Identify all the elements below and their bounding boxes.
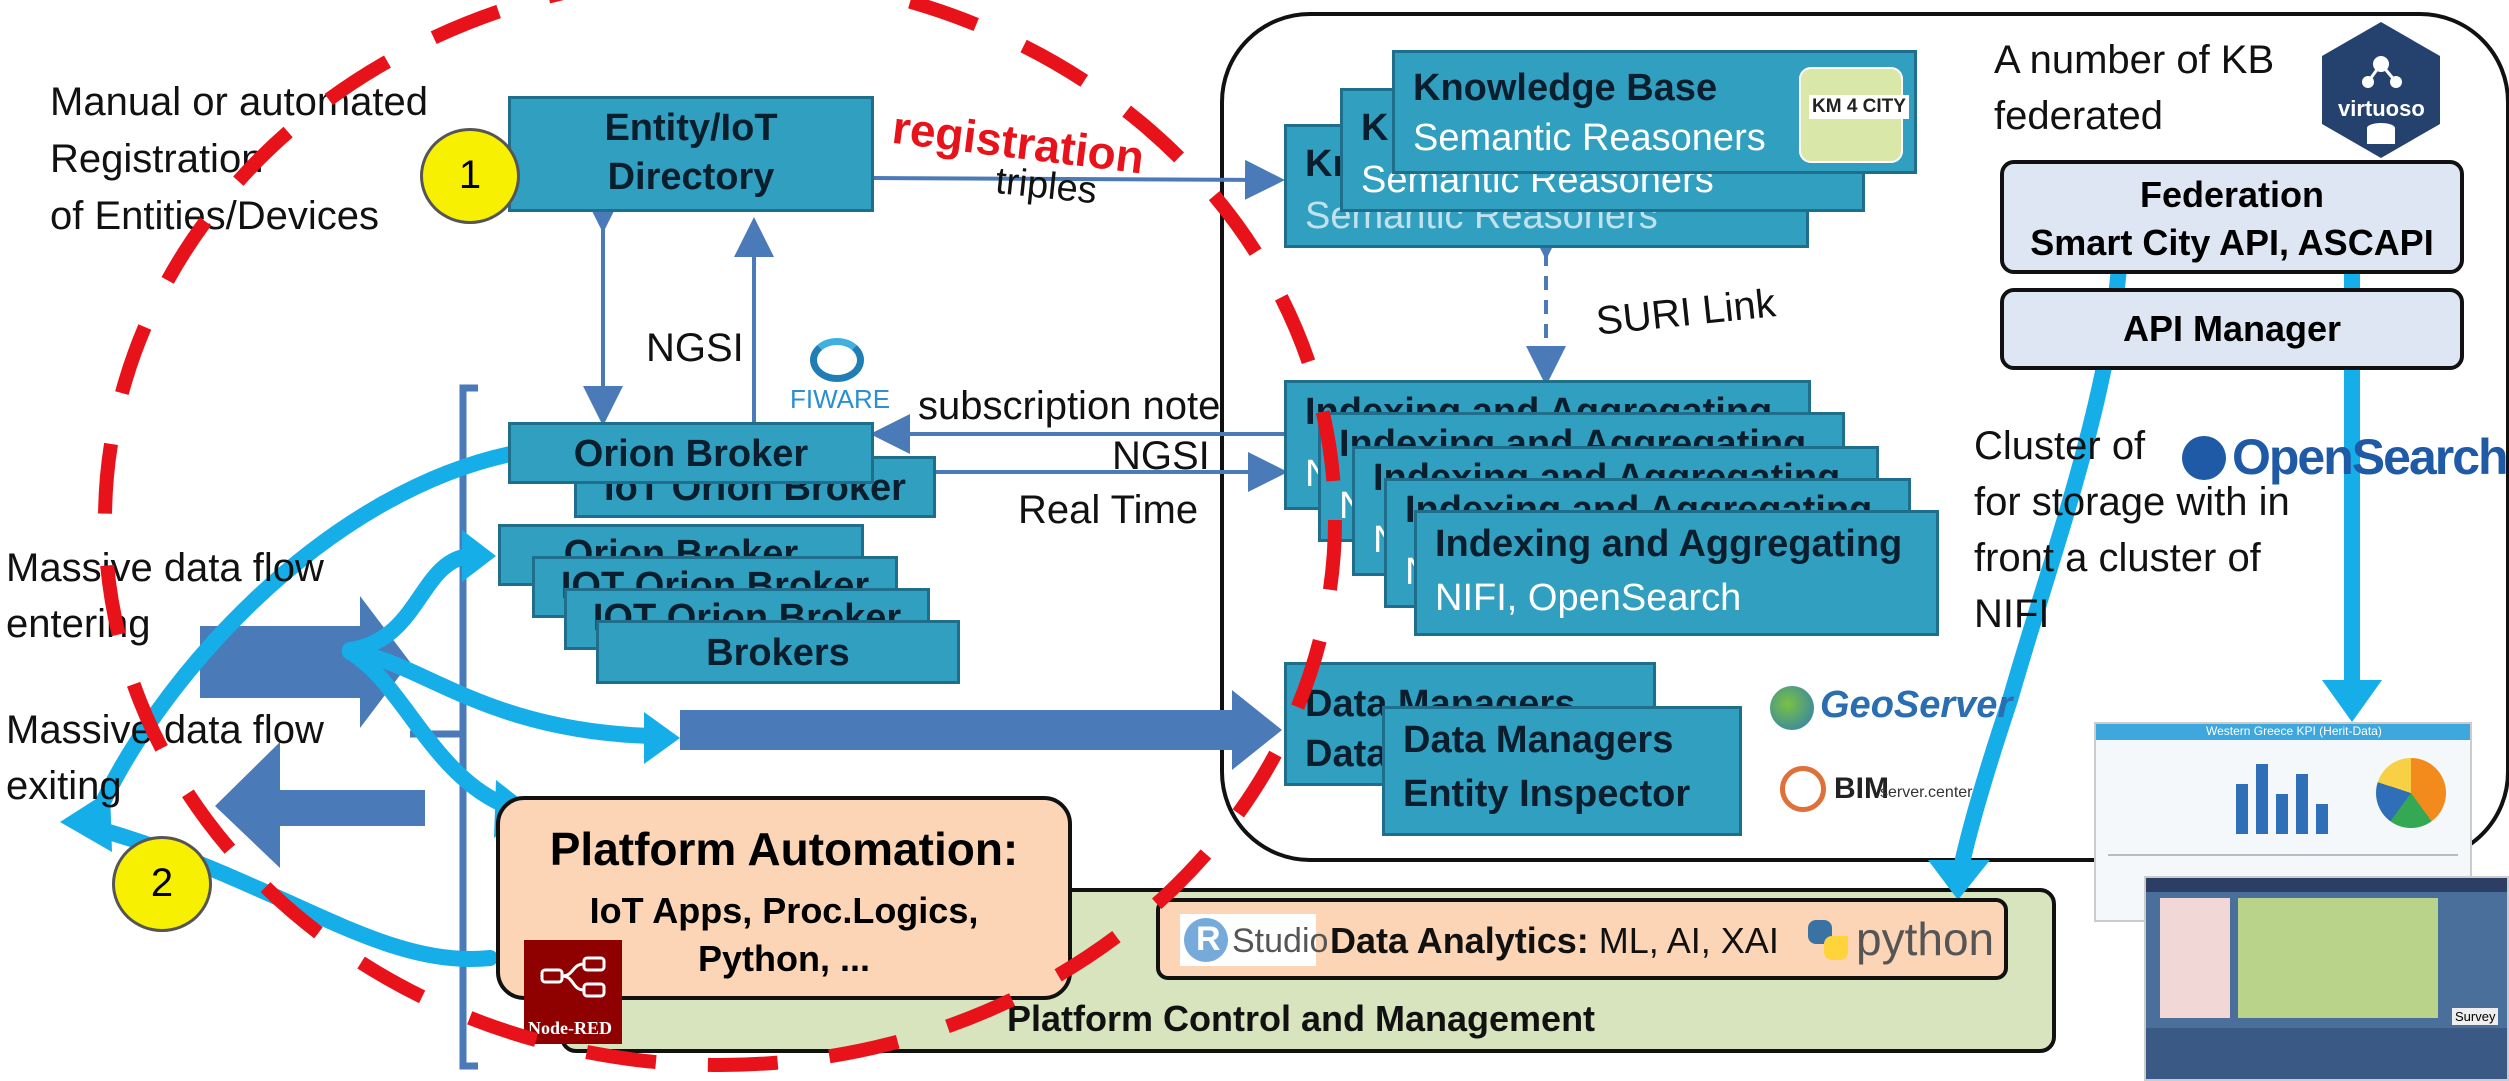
data-analytics-box: R Studio Data Analytics: ML, AI, XAI pyt… <box>1156 898 2008 980</box>
geoserver-logo: GeoServer <box>1770 680 2012 740</box>
ngsi-label-right: NGSI <box>1112 434 1210 478</box>
opensearch-logo: OpenSearch <box>2182 429 2509 490</box>
bimserver-icon <box>1780 766 1826 812</box>
registration-text-line3: of Entities/Devices <box>50 194 380 238</box>
entity-iot-directory: Entity/IoT Directory <box>508 96 874 212</box>
brokers-box: Brokers <box>596 620 960 684</box>
dashboard-thumbnail-map: Survey <box>2144 876 2509 1081</box>
orion-broker-main: Orion Broker <box>508 422 874 484</box>
python-logo: python <box>1806 913 2002 970</box>
rstudio-logo: R Studio <box>1180 914 1328 966</box>
kb-federated-line2: federated <box>1994 94 2164 138</box>
cluster-line1: Cluster of <box>1974 424 2146 468</box>
cluster-line4: NIFI <box>1974 592 2050 636</box>
indexing-box-main: Indexing and Aggregating NIFI, OpenSearc… <box>1414 510 1939 636</box>
data-managers-main: Data Managers Entity Inspector <box>1382 706 1742 836</box>
kb-box-main: Knowledge Base Semantic Reasoners KM 4 C… <box>1392 50 1917 174</box>
kb-federated-line1: A number of KB <box>1994 38 2275 82</box>
api-manager-box: API Manager <box>2000 288 2464 370</box>
massive-in-line2: entering <box>6 602 151 646</box>
platform-automation-line2: IoT Apps, Proc.Logics, <box>589 890 979 931</box>
fiware-logo: FIWARE <box>788 338 890 420</box>
realtime-label: Real Time <box>1018 488 1199 532</box>
step-marker-1: 1 <box>420 128 520 224</box>
data-analytics-label: Data Analytics: ML, AI, XAI <box>1330 920 1779 961</box>
cluster-line2: for storage with in <box>1974 480 2290 524</box>
massive-out-line2: exiting <box>6 764 122 808</box>
virtuoso-logo: virtuoso <box>2320 20 2442 160</box>
node-red-logo: Node-RED <box>524 940 622 1044</box>
massive-in-line1: Massive data flow <box>6 546 324 590</box>
registration-text-line2: Registration <box>50 137 264 181</box>
federation-box: Federation Smart City API, ASCAPI <box>2000 160 2464 274</box>
ngsi-label-left: NGSI <box>646 326 744 370</box>
cluster-line3: front a cluster of <box>1974 536 2261 580</box>
km4city-logo: KM 4 CITY <box>1799 67 1909 163</box>
step-marker-2: 2 <box>112 836 212 932</box>
globe-icon <box>1770 686 1814 730</box>
platform-automation-title: Platform Automation: <box>549 823 1019 875</box>
massive-out-line1: Massive data flow <box>6 708 324 752</box>
bimserver-logo: BIM server.center <box>1780 762 2010 822</box>
fiware-swirl-icon <box>810 338 864 382</box>
opensearch-icon <box>2182 436 2226 480</box>
subscription-label: subscription note <box>918 384 1221 428</box>
registration-text-line1: Manual or automated <box>50 80 429 124</box>
